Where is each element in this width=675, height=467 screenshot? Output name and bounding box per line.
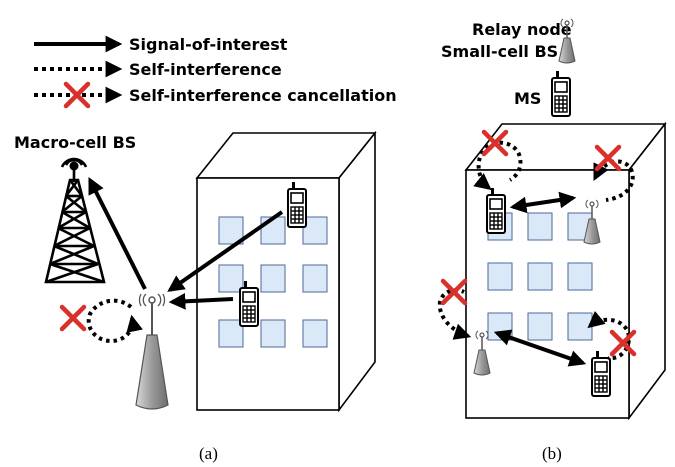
ms-label: MS	[514, 89, 541, 108]
signal-arrow-ms2	[168, 292, 234, 310]
ms-phone-icon	[591, 350, 611, 397]
windows-a	[218, 216, 328, 348]
self-interference-loop	[437, 288, 472, 340]
legend-cancellation-label: Self-interference cancellation	[129, 86, 397, 105]
self-interference-loop	[473, 140, 523, 191]
ms-phone-icon	[239, 280, 259, 327]
caption-b: (b)	[542, 444, 562, 463]
legend-signal-label: Signal-of-interest	[129, 35, 288, 54]
signal-arrow-relay-ms	[493, 329, 587, 367]
signal-arrow-ms-smallcell	[509, 191, 577, 214]
signal-arrow-uplink	[88, 177, 147, 290]
legend: Signal-of-interest Self-interference Sel…	[34, 35, 397, 106]
self-interference-loop	[86, 298, 143, 343]
legend-self-interference-label: Self-interference	[129, 60, 282, 79]
caption-a: (a)	[199, 444, 218, 463]
tower-icon	[44, 157, 106, 284]
ms-phone-icon	[486, 187, 506, 234]
building-b	[464, 121, 667, 421]
relay-node-icon	[558, 18, 576, 64]
building-a	[195, 130, 377, 413]
relay-node-label: Relay node	[472, 20, 572, 39]
cross-icon	[62, 307, 84, 329]
panel-a: Macro-cell BS	[14, 130, 377, 463]
small-cell-label: Small-cell BS	[441, 42, 558, 61]
self-interference-loop	[593, 159, 635, 202]
relay-antenna-icon	[135, 293, 169, 410]
signal-arrow-ms1	[167, 210, 284, 292]
macro-cell-label: Macro-cell BS	[14, 133, 136, 152]
ms-phone-icon	[551, 70, 571, 117]
panel-b: Relay node Small-cell BS MS	[437, 18, 667, 463]
ms-phone-icon	[287, 181, 307, 228]
